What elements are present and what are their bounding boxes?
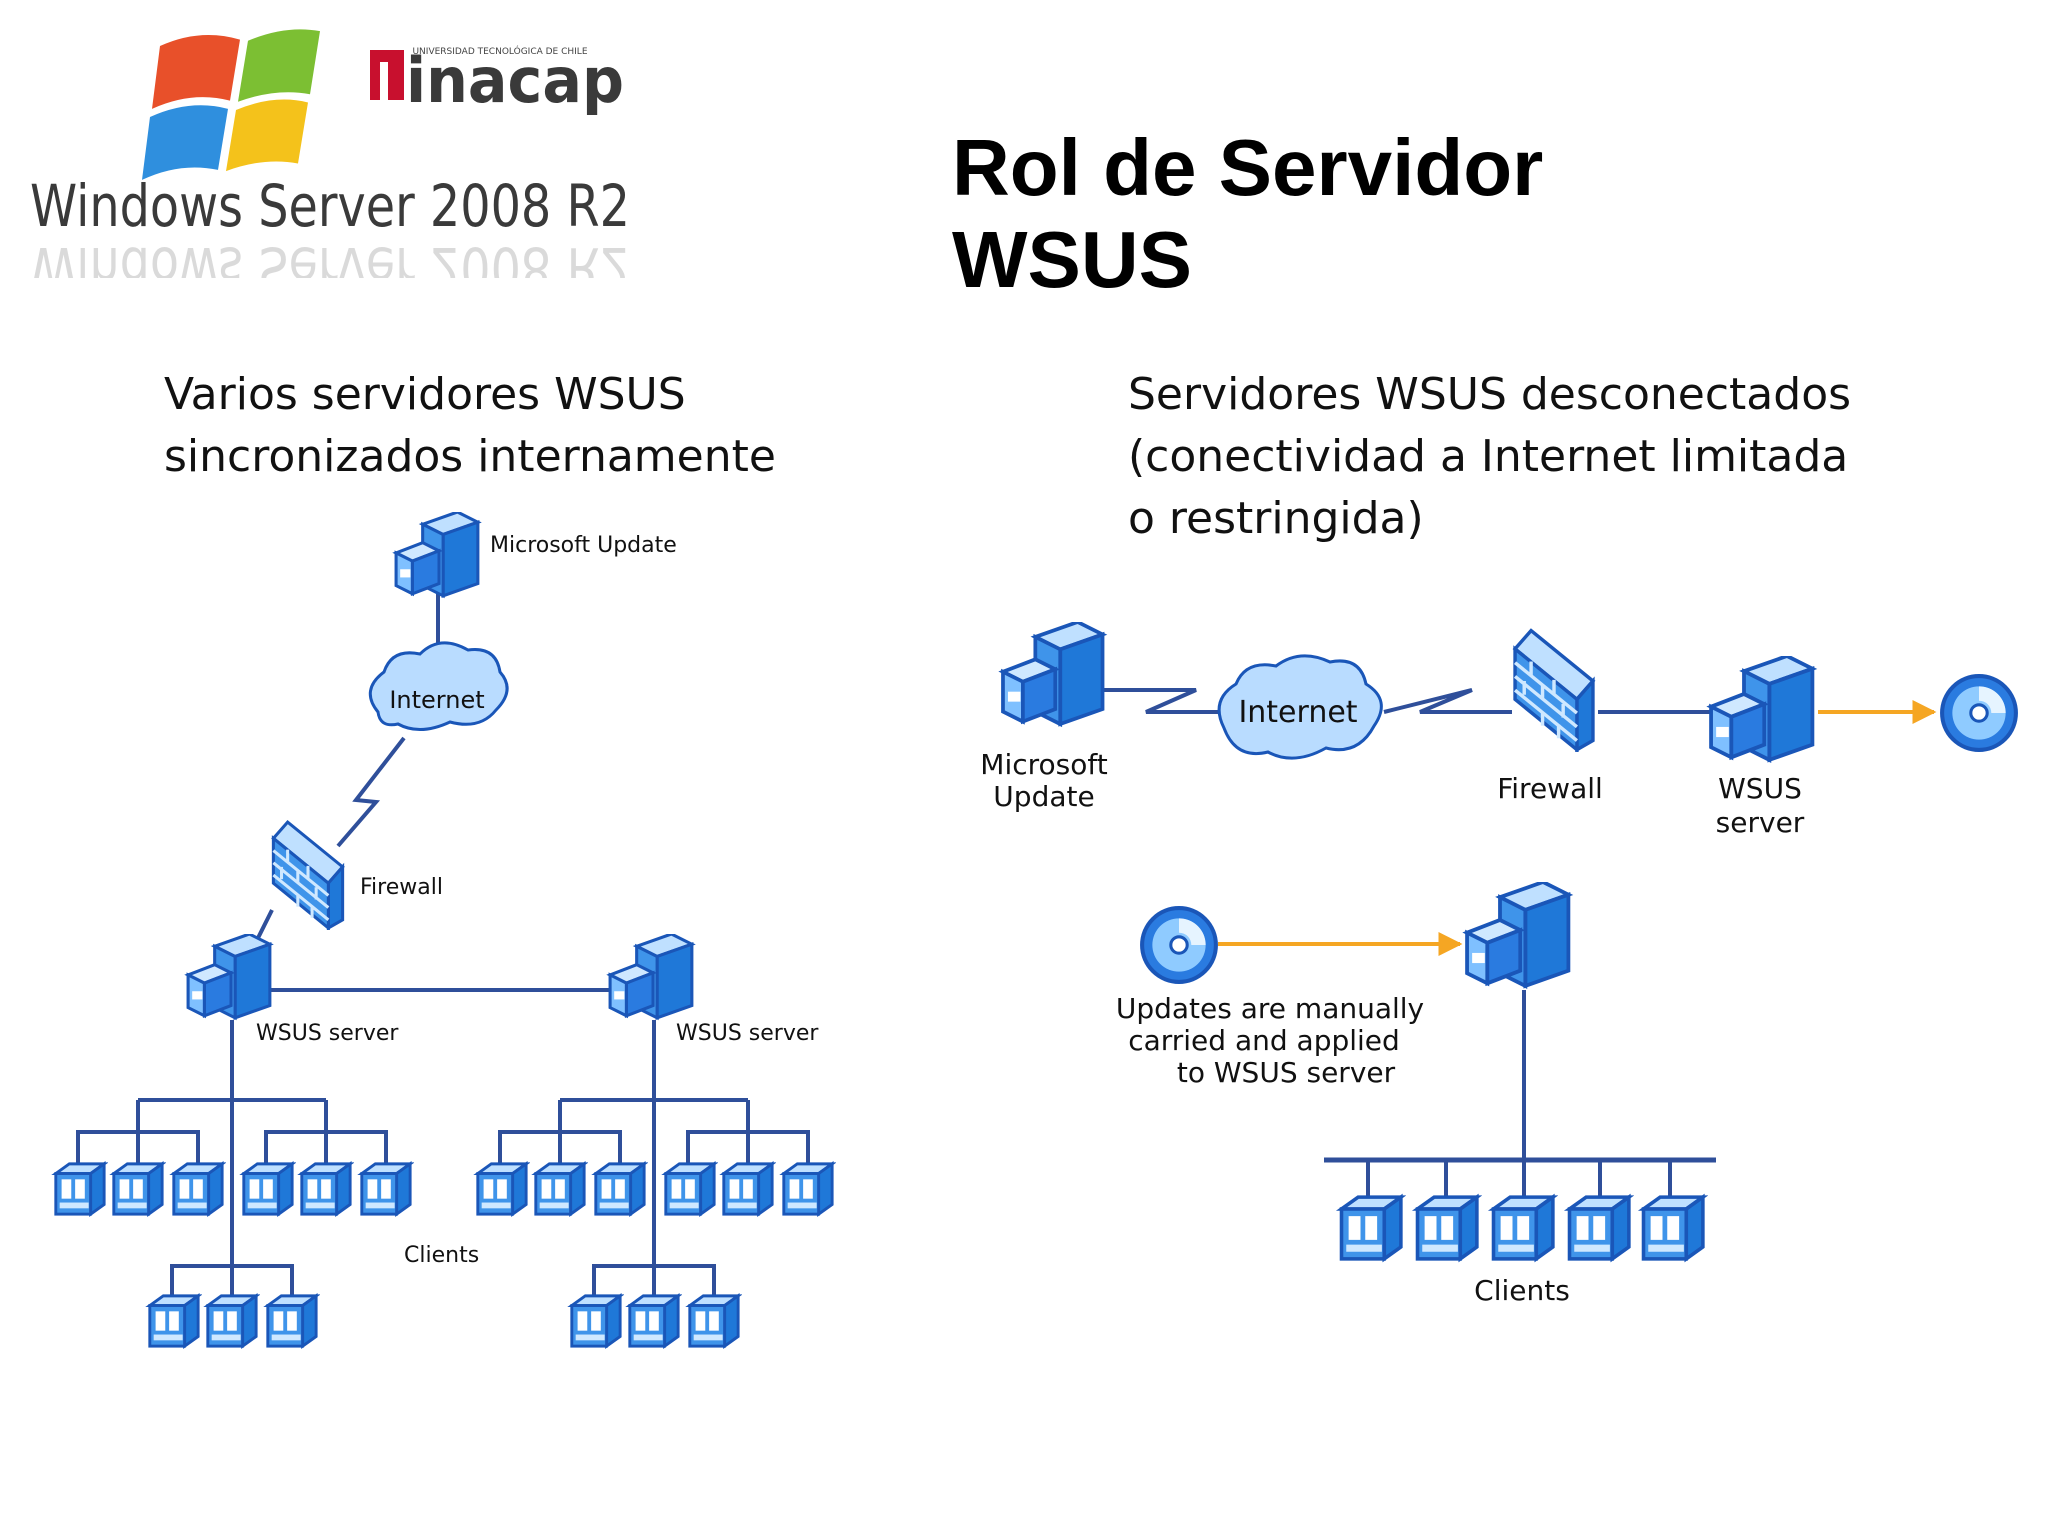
- right-wsus-server-icon: [1709, 656, 1815, 762]
- client-icon: [664, 1162, 716, 1216]
- offline-wsus-server-icon: [1465, 882, 1571, 988]
- link-internet-firewall-right: [1383, 688, 1512, 714]
- left-internet-cloud-icon: [368, 641, 509, 731]
- client-icon: [360, 1162, 412, 1216]
- left-label-firewall: Firewall: [360, 875, 443, 900]
- page-title-line2: WSUS: [952, 215, 1192, 304]
- disc-icon: [1942, 676, 2016, 750]
- right-diagram: [1104, 688, 1716, 1196]
- client-icon: [172, 1162, 224, 1216]
- right-caption-line3: o restringida): [1128, 493, 1424, 544]
- right-label-mu-2: Update: [993, 780, 1094, 813]
- client-icon: [1641, 1195, 1705, 1261]
- right-label-firewall: Firewall: [1497, 772, 1603, 805]
- inacap-logo: UNIVERSIDAD TECNOLÓGICA DE CHILE inacap: [370, 44, 624, 117]
- page-title-line1: Rol de Servidor: [952, 123, 1544, 212]
- left-diagram: [76, 590, 810, 1316]
- client-icon: [1567, 1195, 1631, 1261]
- windows-server-logo: Windows Server 2008 R2 Windows Server 20…: [30, 29, 630, 278]
- link-internet-firewall: [336, 736, 406, 848]
- client-icon: [688, 1294, 740, 1348]
- inacap-tagline: UNIVERSIDAD TECNOLÓGICA DE CHILE: [412, 45, 587, 57]
- page-title: Rol de Servidor WSUS: [952, 122, 1752, 306]
- left-label-internet: Internet: [389, 686, 484, 714]
- right-clients: [1339, 1195, 1705, 1261]
- client-icon: [148, 1294, 200, 1348]
- microsoft-update-server-icon: [394, 512, 480, 598]
- client-icon: [242, 1162, 294, 1216]
- right-label-clients: Clients: [1474, 1274, 1570, 1307]
- client-icon: [722, 1162, 774, 1216]
- client-icon: [1415, 1195, 1479, 1261]
- manual-note-line3: to WSUS server: [1177, 1056, 1396, 1089]
- left-wsus-server-2-icon: [608, 934, 694, 1020]
- client-icon: [570, 1294, 622, 1348]
- disc-icon: [1142, 908, 1216, 982]
- manual-note-line2: carried and applied: [1128, 1024, 1400, 1057]
- product-logo-text: Windows Server 2008 R2: [30, 172, 630, 240]
- link-mu-internet-right: [1104, 688, 1230, 714]
- client-icon: [300, 1162, 352, 1216]
- client-icon: [54, 1162, 106, 1216]
- left-caption: Varios servidores WSUS sincronizados int…: [164, 364, 884, 488]
- client-icon: [628, 1294, 680, 1348]
- client-icon: [782, 1162, 834, 1216]
- right-label-mu-1: Microsoft: [980, 748, 1107, 781]
- client-icon: [1339, 1195, 1403, 1261]
- left-label-microsoft-update: Microsoft Update: [490, 533, 677, 558]
- manual-note-line1: Updates are manually: [1116, 992, 1424, 1025]
- right-label-wsus-2: server: [1716, 806, 1805, 839]
- right-label-internet: Internet: [1238, 695, 1357, 730]
- right-firewall-icon: [1513, 628, 1595, 752]
- left-label-wsus-2: WSUS server: [676, 1021, 819, 1046]
- client-icon: [112, 1162, 164, 1216]
- inacap-wordmark: inacap: [406, 44, 624, 117]
- windows-flag-icon: [142, 29, 320, 180]
- right-caption-line2: (conectividad a Internet limitada: [1128, 431, 1849, 482]
- client-icon: [206, 1294, 258, 1348]
- right-caption: Servidores WSUS desconectados (conectivi…: [1128, 364, 2008, 550]
- client-icon: [594, 1162, 646, 1216]
- offline-arrows: [1218, 700, 1937, 956]
- right-internet-cloud-icon: [1217, 654, 1383, 760]
- right-caption-line1: Servidores WSUS desconectados: [1128, 369, 1852, 420]
- right-microsoft-update-icon: [1001, 622, 1105, 726]
- left-label-wsus-1: WSUS server: [256, 1021, 399, 1046]
- left-caption-line1: Varios servidores WSUS: [164, 369, 686, 420]
- product-logo-reflection: Windows Server 2008 R2: [30, 234, 630, 278]
- left-caption-line2: sincronizados internamente: [164, 431, 776, 482]
- left-label-clients: Clients: [404, 1243, 479, 1268]
- client-icon: [534, 1162, 586, 1216]
- client-icon: [1491, 1195, 1555, 1261]
- left-firewall-icon: [271, 820, 345, 930]
- left-wsus-server-1-icon: [186, 934, 272, 1020]
- right-label-wsus-1: WSUS: [1718, 772, 1802, 805]
- client-icon: [476, 1162, 528, 1216]
- client-icon: [266, 1294, 318, 1348]
